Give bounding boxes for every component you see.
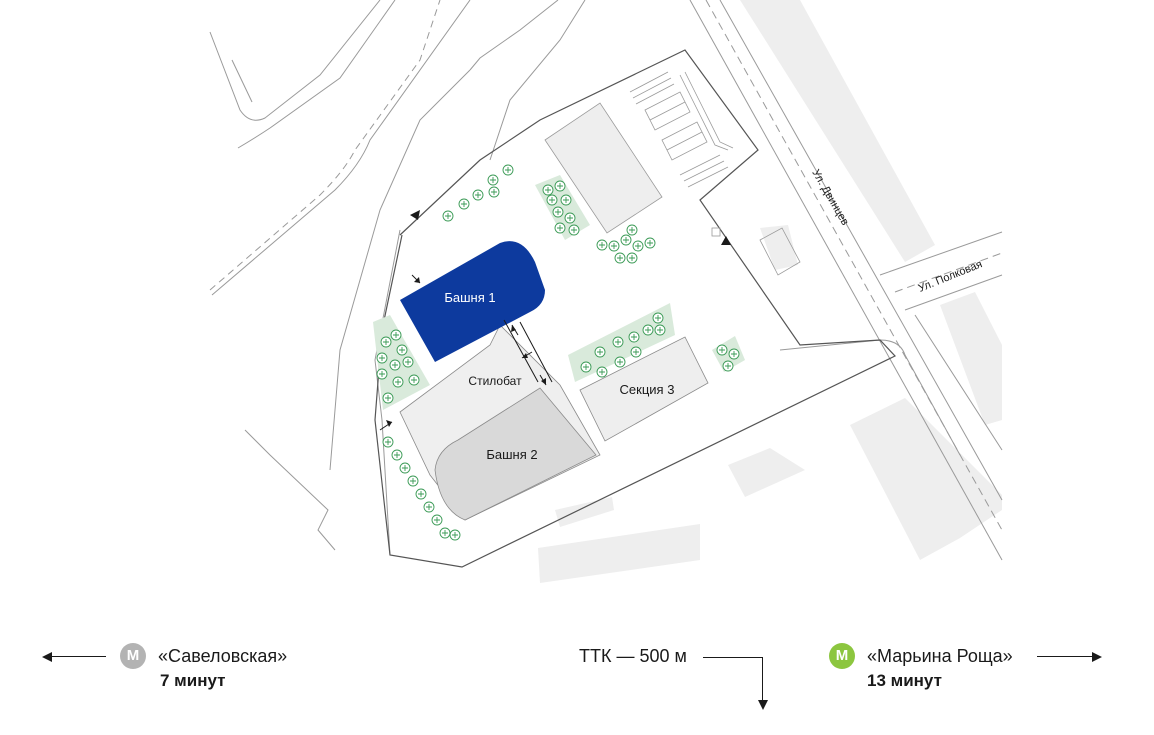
station-name-savelovskaya: «Савеловская» <box>158 646 288 666</box>
tree-icon-mark <box>490 177 496 183</box>
arrow-left-icon <box>42 652 52 662</box>
tree-icon-mark <box>442 530 448 536</box>
tree-icon-mark <box>571 227 577 233</box>
tree-icon-mark <box>647 240 653 246</box>
tree-icon-mark <box>410 478 416 484</box>
tower2-label: Башня 2 <box>486 447 537 462</box>
tower1-shape <box>400 241 545 362</box>
arrow-down-icon <box>758 700 768 710</box>
legend-ttk: ТТК — 500 м <box>560 630 800 720</box>
tree-icon-mark <box>392 362 398 368</box>
tree-icon-mark <box>599 369 605 375</box>
entry-arrows <box>379 210 731 431</box>
ttk-arrow-vertical <box>762 657 764 703</box>
tree-icon-mark <box>631 334 637 340</box>
tree-icon-mark <box>611 243 617 249</box>
tree-icon-mark <box>567 215 573 221</box>
tree-icon-mark <box>583 364 589 370</box>
arrow-right-line <box>1037 656 1099 658</box>
tree-icon-mark <box>557 225 563 231</box>
tree-icon-mark <box>505 167 511 173</box>
station-time-savelovskaya: 7 минут <box>160 671 226 690</box>
tree-icon-mark <box>402 465 408 471</box>
tree-icon-mark <box>725 363 731 369</box>
tree-icon-mark <box>617 359 623 365</box>
station-name-maryina-roshcha: «Марьина Роща» <box>867 646 1013 666</box>
metro-badge-maryina-roshcha: М <box>829 643 855 669</box>
tree-icon-mark <box>655 315 661 321</box>
tree-icon-mark <box>405 359 411 365</box>
tree-icon-mark <box>645 327 651 333</box>
tree-icon-mark <box>633 349 639 355</box>
tree-icon-mark <box>635 243 641 249</box>
tree-icon-mark <box>383 339 389 345</box>
ttk-arrow-horizontal <box>703 657 763 659</box>
tree-icon-mark <box>393 332 399 338</box>
tree-icon-mark <box>731 351 737 357</box>
tree-icon-mark <box>394 452 400 458</box>
tree-icon-mark <box>557 183 563 189</box>
tree-icon-mark <box>452 532 458 538</box>
section3-shape <box>579 336 709 442</box>
parking <box>629 71 734 188</box>
tree-icon-mark <box>555 209 561 215</box>
tree-icon-mark <box>411 377 417 383</box>
tree-icon-mark <box>385 439 391 445</box>
legend-maryina-roshcha: М «Марьина Роща» 13 минут <box>820 630 1120 700</box>
tree-icon-mark <box>549 197 555 203</box>
tree-icon-mark <box>395 379 401 385</box>
tree-icon-mark <box>719 347 725 353</box>
tree-icon-mark <box>461 201 467 207</box>
station-time-maryina-roshcha: 13 минут <box>867 671 942 690</box>
stylobate-label: Стилобат <box>468 374 522 388</box>
tree-icon-mark <box>629 227 635 233</box>
tree-icon-mark <box>629 255 635 261</box>
site-map: Башня 1 Стилобат Башня 2 Секция 3 Ул. Дв… <box>209 0 1003 583</box>
tree-icon-mark <box>597 349 603 355</box>
site-boundary <box>374 49 896 568</box>
tower1-label: Башня 1 <box>444 290 495 305</box>
tree-icon-mark <box>385 395 391 401</box>
street-polkovaya-label: Ул. Полковая <box>917 258 984 295</box>
tree-icon-mark <box>399 347 405 353</box>
tree-icon-mark <box>426 504 432 510</box>
tree-icon-mark <box>657 327 663 333</box>
tree-icon-mark <box>599 242 605 248</box>
street-dvintsev-label: Ул. Двинцев <box>809 168 851 228</box>
tree-icon-mark <box>623 237 629 243</box>
ttk-label: ТТК — 500 м <box>579 646 687 666</box>
tree-icon-mark <box>445 213 451 219</box>
tree-icon-mark <box>545 187 551 193</box>
tree-icon-mark <box>379 371 385 377</box>
tree-icon-mark <box>563 197 569 203</box>
legend-savelovskaya: М «Савеловская» 7 минут <box>0 630 330 700</box>
site-blocks <box>544 102 801 276</box>
arrow-left-line <box>44 656 106 658</box>
trees <box>376 164 740 541</box>
tree-icon-mark <box>418 491 424 497</box>
metro-badge-savelovskaya: М <box>120 643 146 669</box>
tree-icon-mark <box>475 192 481 198</box>
arrow-right-icon <box>1092 652 1102 662</box>
tree-icon-mark <box>615 339 621 345</box>
tree-icon-mark <box>379 355 385 361</box>
tree-icon-mark <box>491 189 497 195</box>
tree-icon-mark <box>434 517 440 523</box>
tree-icon-mark <box>617 255 623 261</box>
section3-label: Секция 3 <box>620 382 675 397</box>
tower2-shape <box>434 387 597 521</box>
road-lines <box>209 0 1003 561</box>
surrounding-blocks <box>538 0 1002 583</box>
